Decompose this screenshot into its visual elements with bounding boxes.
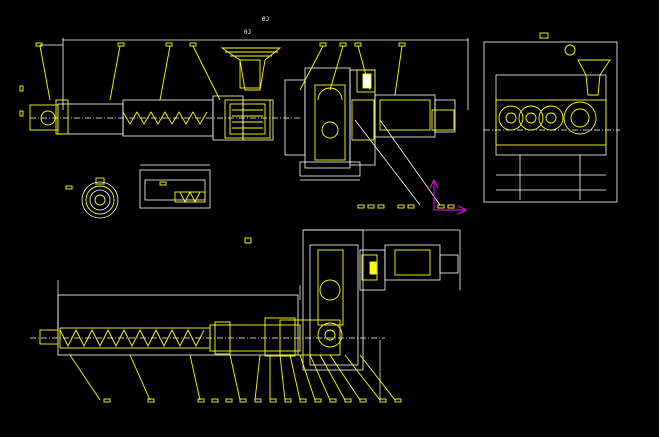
bottom-section-view (30, 229, 461, 371)
side-view-highlight (495, 32, 611, 146)
axis-marker-icon (429, 179, 467, 215)
side-view (483, 41, 620, 203)
top-elevation-highlight (19, 42, 455, 209)
detail-views-highlight (65, 177, 206, 215)
bottom-section-highlight (39, 237, 431, 403)
bottom-section-white-lines (57, 280, 381, 400)
detail-views (81, 164, 211, 219)
top-dimension-text: 0J (262, 16, 270, 23)
sub-dimension-text: 0J (244, 29, 252, 36)
